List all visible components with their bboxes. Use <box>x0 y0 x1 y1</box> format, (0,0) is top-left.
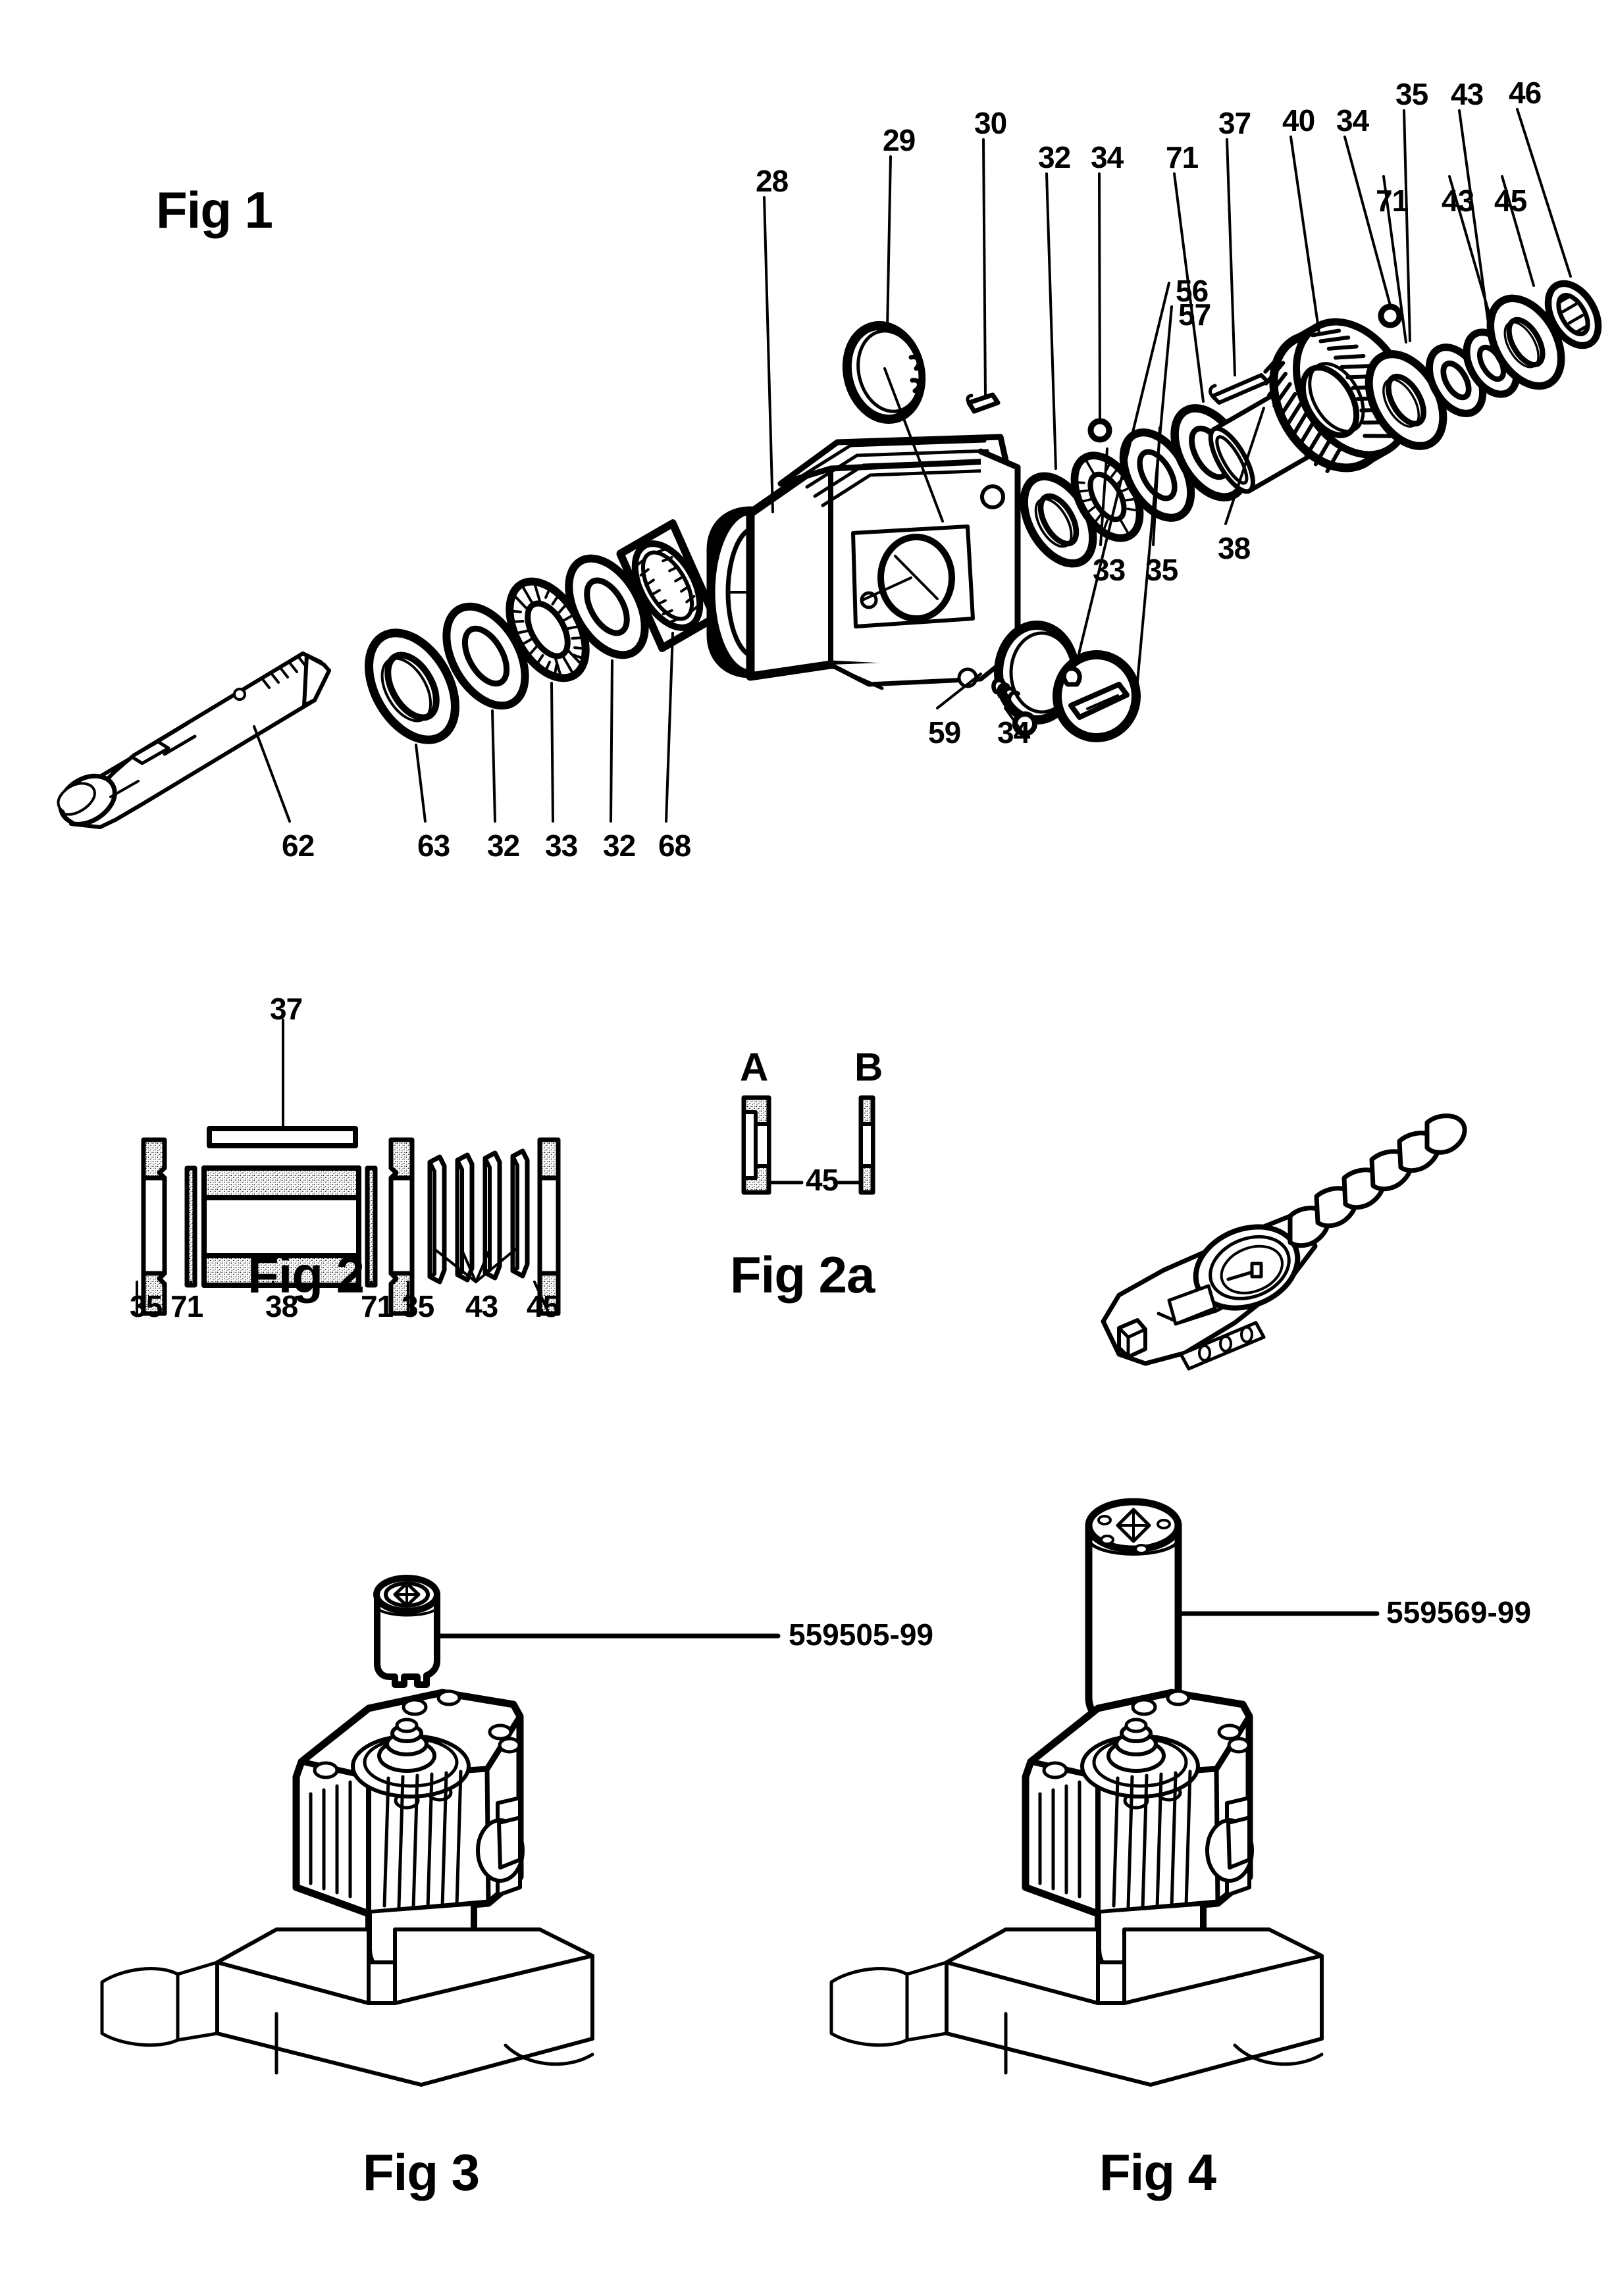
torque-wrench-tool <box>1101 1113 1467 1371</box>
callout-62: 62 <box>282 829 315 863</box>
callout-59: 59 <box>928 715 961 750</box>
callout-43-a: 43 <box>1451 77 1484 111</box>
callout-68: 68 <box>658 829 691 863</box>
fig1-thrust-bearing-33 <box>506 577 590 682</box>
callout-33-b: 33 <box>545 829 578 863</box>
fig2a-section <box>741 1095 875 1195</box>
fig1-washer-32a <box>442 602 529 710</box>
callout-34-b: 34 <box>1336 103 1369 138</box>
fig1-washer-63 <box>365 628 459 744</box>
callout-45-a: 45 <box>1494 184 1527 218</box>
fig2-washer-35-right <box>388 1137 415 1316</box>
fig1-key-37 <box>1209 373 1270 405</box>
fig1-cap-57 <box>1053 650 1141 742</box>
fig1-locknut-46 <box>1544 280 1602 349</box>
partno-leader-lines <box>436 1611 1380 1639</box>
fig4-title: Fig 4 <box>1099 2143 1216 2201</box>
fig4-workpiece <box>829 1927 1324 2087</box>
fig1-ball-34b <box>1378 303 1403 328</box>
fig1-title: Fig 1 <box>156 181 273 239</box>
fig2-shim-71-right <box>365 1165 378 1288</box>
fig2a-variant-b-label: B <box>854 1045 883 1089</box>
fig3-assembly <box>100 1575 594 2087</box>
callout-32-c: 32 <box>603 829 636 863</box>
callout-30: 30 <box>974 106 1007 140</box>
fig4-assembly <box>829 1498 1324 2087</box>
callout-33-a: 33 <box>1093 553 1126 587</box>
fig1-leader-lines <box>253 108 1572 823</box>
fig1-washer-32b <box>565 554 649 659</box>
fig2-shim-71-left <box>184 1165 197 1288</box>
fig2-callout-45: 45 <box>527 1289 560 1323</box>
fig1-snap-ring-29 <box>842 320 926 424</box>
fig3-workpiece <box>100 1927 594 2087</box>
fig2-belleville-43-group <box>427 1148 530 1285</box>
fig2-callout-37: 37 <box>270 992 303 1026</box>
fig2-title: Fig 2 <box>247 1246 365 1304</box>
callout-40: 40 <box>1282 103 1315 138</box>
callout-37: 37 <box>1218 106 1251 140</box>
callout-35-a: 35 <box>1395 77 1428 111</box>
fig2-callout-71-l: 71 <box>170 1289 203 1323</box>
fig2-callout-43: 43 <box>465 1289 498 1323</box>
callout-34-c: 34 <box>997 715 1030 750</box>
fig4-socket-tool <box>1085 1498 1182 1732</box>
fig2a-callout-45: 45 <box>806 1163 839 1197</box>
fig1-spring-59 <box>991 677 1020 706</box>
fig2-washer-35-left <box>141 1137 167 1316</box>
fig2a-washer-A <box>741 1095 771 1195</box>
callout-71-a: 71 <box>1166 140 1199 174</box>
fig2-callout-35-l: 35 <box>130 1289 163 1323</box>
fig2-section <box>141 1126 561 1316</box>
fig3-part-number: 559505-99 <box>789 1618 933 1652</box>
fig2a-title: Fig 2a <box>730 1246 875 1304</box>
fig1-ball-34a <box>1087 418 1112 443</box>
fig1-washer-71b <box>1365 350 1447 450</box>
fig2-cover-37 <box>207 1126 358 1148</box>
fig2-body-38 <box>201 1165 361 1288</box>
fig1-washer-43b <box>1486 294 1565 390</box>
callout-43-b: 43 <box>1442 184 1474 218</box>
fig3-title: Fig 3 <box>363 2143 480 2201</box>
callout-35-b: 35 <box>1145 553 1178 587</box>
callout-63: 63 <box>417 829 450 863</box>
fig2a-variant-a-label: A <box>740 1045 769 1089</box>
fig2a-washer-B <box>858 1095 875 1195</box>
fig2-callout-71-r: 71 <box>361 1289 394 1323</box>
fig4-part-number: 559569-99 <box>1386 1595 1531 1629</box>
callout-29: 29 <box>883 123 916 157</box>
callout-32-b: 32 <box>487 829 520 863</box>
fig1-needle-bearing-68 <box>616 519 719 652</box>
callout-38: 38 <box>1218 531 1251 565</box>
callout-57: 57 <box>1178 297 1211 332</box>
callout-56: 56 <box>1176 274 1209 308</box>
callout-46: 46 <box>1509 76 1542 110</box>
fig1-housing-28 <box>706 434 1021 690</box>
fig2-leader-lines <box>136 1019 550 1315</box>
fig2-washer-45 <box>537 1137 561 1316</box>
fig2-callout-35-r: 35 <box>402 1289 434 1323</box>
fig3-socket-tool <box>373 1575 440 1688</box>
fig1-pin-30 <box>966 392 1001 414</box>
fig2-callout-38: 38 <box>265 1289 298 1323</box>
fig1-spindle-62 <box>57 651 331 829</box>
callout-32-a: 32 <box>1038 140 1071 174</box>
callout-34-a: 34 <box>1091 140 1124 174</box>
callout-71-b: 71 <box>1376 184 1409 218</box>
callout-28: 28 <box>756 164 789 198</box>
